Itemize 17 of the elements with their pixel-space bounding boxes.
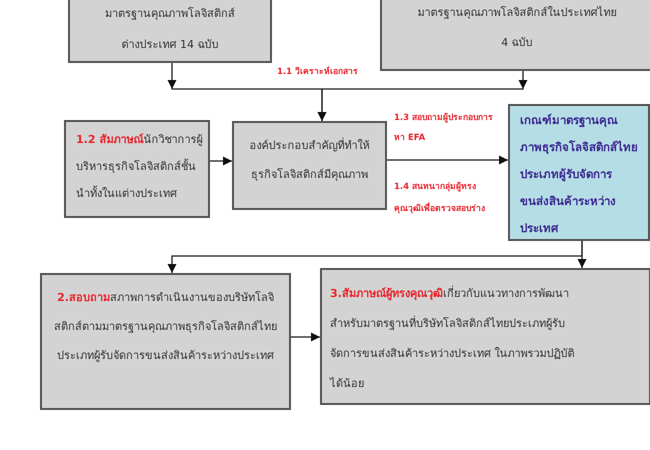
step-label: 1.4 สนทนากลุ่มผู้ทรงคุณวุฒิเพื่อตรวจสอบร่าง xyxy=(394,180,486,216)
box-text: มาตรฐานคุณภาพโลจิสติกส์ในประเทศไทย 4 ฉบับ xyxy=(416,5,618,51)
process-box xyxy=(40,273,291,410)
box-text: 2.สอบถามสภาพการดำเนินงานของบริษัทโลจิสติกส์ตามมาตรฐานคุณภาพธุรกิจโลจิสติกส์ไทยประเภทผู้รับจัดการขนส่งสินค้าระหว่างประเทศ xyxy=(53,290,278,364)
box-text: องค์ประกอบสำคัญที่ทำให้ธุรกิจโลจิสติกส์มีคุณภาพ xyxy=(248,136,370,183)
box-text: เกณฑ์มาตรฐานคุณภาพธุรกิจโลจิสติกส์ไทยประเภทผู้รับจัดการขนส่งสินค้าระหว่างประเทศ xyxy=(520,112,638,237)
process-box xyxy=(68,0,272,63)
edge-label: 1.1 วิเคราะห์เอกสาร xyxy=(277,65,360,79)
box-text: 1.2 สัมภาษณ์นักวิชาการผู้บริหารธุรกิจโลจิสติกส์ชั้นนำทั้งในแต่างประเทศ xyxy=(76,132,204,202)
process-box xyxy=(320,268,650,405)
edge-label: 1.3 สอบถามผู้ประกอบการหา EFA xyxy=(394,112,494,145)
box-text: มาตรฐานคุณภาพโลจิสติกส์ต่างประเทศ 14 ฉบับ xyxy=(104,6,236,53)
process-box xyxy=(64,120,210,218)
process-box xyxy=(508,104,650,241)
process-box xyxy=(380,0,650,71)
box-text: 3.สัมภาษณ์ผู้ทรงคุณวุฒิเกี่ยวกับแนวทางการพัฒนาสำหรับมาตรฐานที่บริษัทโลจิสติกส์ไทยประเภทผู้รับจัดการขนส่งสินค้าระหว่างประเทศ ในภาพรวมปฏิบัติได้น้อย xyxy=(330,284,576,392)
process-box xyxy=(232,121,387,210)
